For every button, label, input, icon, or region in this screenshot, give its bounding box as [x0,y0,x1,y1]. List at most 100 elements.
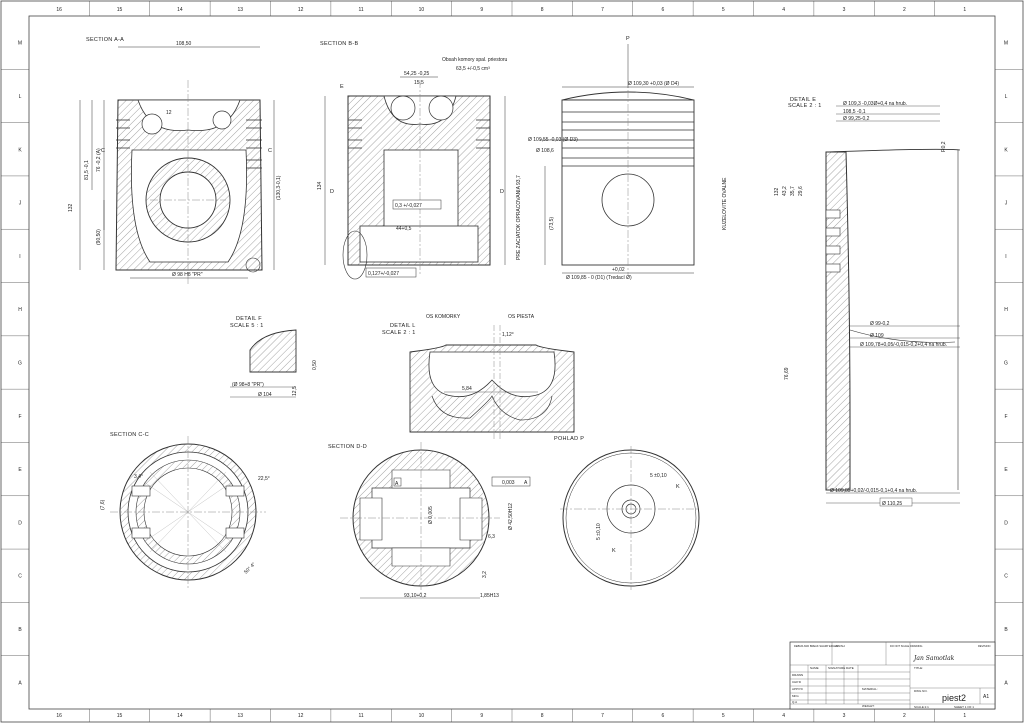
zone-row-left-I: I [19,254,20,260]
zone-col-top-11: 11 [358,7,363,13]
tb-chkd: CHK'D [792,680,802,684]
section-bb-title: SECTION B-B [320,41,358,47]
zone-col-bottom-12: 12 [298,713,304,719]
tol-0-3: 0,3 +/-0,027 [395,203,422,209]
dim-f-d98: (Ø 98+8 "PR") [232,382,264,388]
zone-row-right-L: L [1005,94,1008,100]
dim-e-108-5: 108,5 -0,1 [843,109,866,115]
zone-row-right-A: A [1004,680,1008,686]
dd-3-2: 3,2 [482,571,488,578]
tol-plus-002: +0,02 [612,267,625,273]
dim-e-43-2: 43,2 [782,186,788,196]
zone-col-top-12: 12 [298,7,304,13]
dim-12: 12 [166,110,172,116]
tb-qa: Q.A [792,700,797,704]
zone-col-bottom-8: 8 [541,713,544,719]
dd-d42-50: Ø 42,50H12 [508,503,514,530]
detail-e-title: DETAIL E [790,97,816,103]
zone-col-top-4: 4 [782,7,785,13]
dim-d1: Ø 109,85 - 0 (D1) (Tredací Ø) [566,275,632,281]
dim-108-6: Ø 108,6 [536,148,554,154]
zone-row-right-I: I [1005,254,1006,260]
pp-k-bottom: K [612,548,616,554]
zone-col-top-15: 15 [117,7,123,13]
zone-row-left-F: F [18,414,21,420]
tb-mfg: MFG [792,694,799,698]
dim-d98: Ø 98 H8 "PR" [172,272,203,278]
dim-134: 134 [317,181,323,190]
tb-date: DATE [846,666,854,670]
section-cc-title: SECTION C-C [110,432,149,438]
section-cc-view: SECTION C-C 3,4° 22,5° 50° 4° (7,6) [100,432,270,588]
dim-r0-2: R0,2 [941,141,947,152]
view-p-label: P [626,36,630,42]
dim-e-76-69: 76,69 [784,367,790,380]
dim-108-50: 108,50 [176,41,192,47]
dd-datum-a-ref: A [524,480,528,486]
zone-col-bottom-14: 14 [177,713,183,719]
dim-e-109-85: Ø 109,85+0,02/-0,015-0,1+0,4 na hrub. [830,488,917,494]
detail-l-title: DETAIL L [390,323,416,329]
zone-col-bottom-10: 10 [419,713,425,719]
zone-row-right-D: D [1004,520,1008,526]
dd-datum-a: A [395,481,399,487]
zone-row-right-K: K [1004,147,1008,153]
tb-name: NAME [810,666,819,670]
zone-row-right-J: J [1005,201,1008,207]
dd-93-10: 93,10+0,2 [404,593,427,599]
zone-row-left-C: C [18,574,22,580]
machining-note: PRE ZACIATOK OPRACOVANIA 93,7 [516,175,522,260]
dim-cc-50: 50° 4° [243,561,257,575]
zone-row-right-G: G [1004,361,1008,367]
tb-appvd: APPV'D [792,687,804,691]
tb-sheet-size: A1 [983,694,989,700]
dim-15-5: 15,5 [414,80,424,86]
zone-col-top-13: 13 [238,7,244,13]
dd-tol-0-003: 0,003 [502,480,515,486]
zone-col-top-9: 9 [480,7,483,13]
pp-5-top: 5 ±0,10 [650,473,667,479]
zone-row-left-J: J [19,201,22,207]
zone-row-left-G: G [18,361,22,367]
pohlad-p-view: POHLAD P 5 ±0,10 5 ±0,10 K K [554,436,700,590]
dim-e-109-78: Ø 109,78+0,05/-0,015-0,2+0,4 na hrub. [860,342,947,348]
zone-row-right-M: M [1004,41,1008,47]
cut-d-left: D [330,189,334,195]
section-aa-title: SECTION A-A [86,37,124,43]
zone-col-top-3: 3 [843,7,846,13]
oval-note: KUZELOVITE OVALNE [722,177,728,230]
dim-e-29-6: 29,6 [798,186,804,196]
zone-row-left-H: H [18,307,22,313]
title-block: DEBUR AND BREAK SHARP EDGES DO NOT SCALE… [789,641,996,710]
zone-col-top-14: 14 [177,7,183,13]
dim-l-5-84: 5,84 [462,386,472,392]
zone-col-top-6: 6 [662,7,665,13]
zone-row-right-H: H [1004,307,1008,313]
dim-73-5: (73,5) [549,217,555,230]
zone-row-left-M: M [18,41,22,47]
tb-note-1: DEBUR AND BREAK SHARP EDGES [794,644,838,648]
detail-e-ref: E [340,84,344,90]
detail-l-scale: SCALE 2 : 1 [382,330,416,336]
section-bb-view: SECTION B-B Obsah komory spal. priestoru… [317,41,522,280]
detail-f-title: DETAIL F [236,316,262,322]
cut-c-right: C [268,148,272,154]
zone-col-bottom-3: 3 [843,713,846,719]
zone-col-bottom-5: 5 [722,713,725,719]
zone-col-bottom-15: 15 [117,713,123,719]
section-dd-view: SECTION D-D 0,003 A Ø 42,50H12 Ø 0,005 6… [328,442,531,599]
dim-e-35-7: 35,7 [790,186,796,196]
zone-row-left-B: B [18,627,22,633]
dim-l-angle: 1,12° [502,332,514,338]
section-dd-title: SECTION D-D [328,444,367,450]
dim-d4: Ø 109,30 +0,03 (Ø D4) [628,81,679,87]
zone-col-top-2: 2 [903,7,906,13]
tb-finish: FINISH: [836,644,846,648]
detail-e-view: DETAIL E SCALE 2 : 1 Ø 109,3 -0,03Ø+0,4 … [774,97,961,507]
dim-e-109: Ø 109 [870,333,884,339]
